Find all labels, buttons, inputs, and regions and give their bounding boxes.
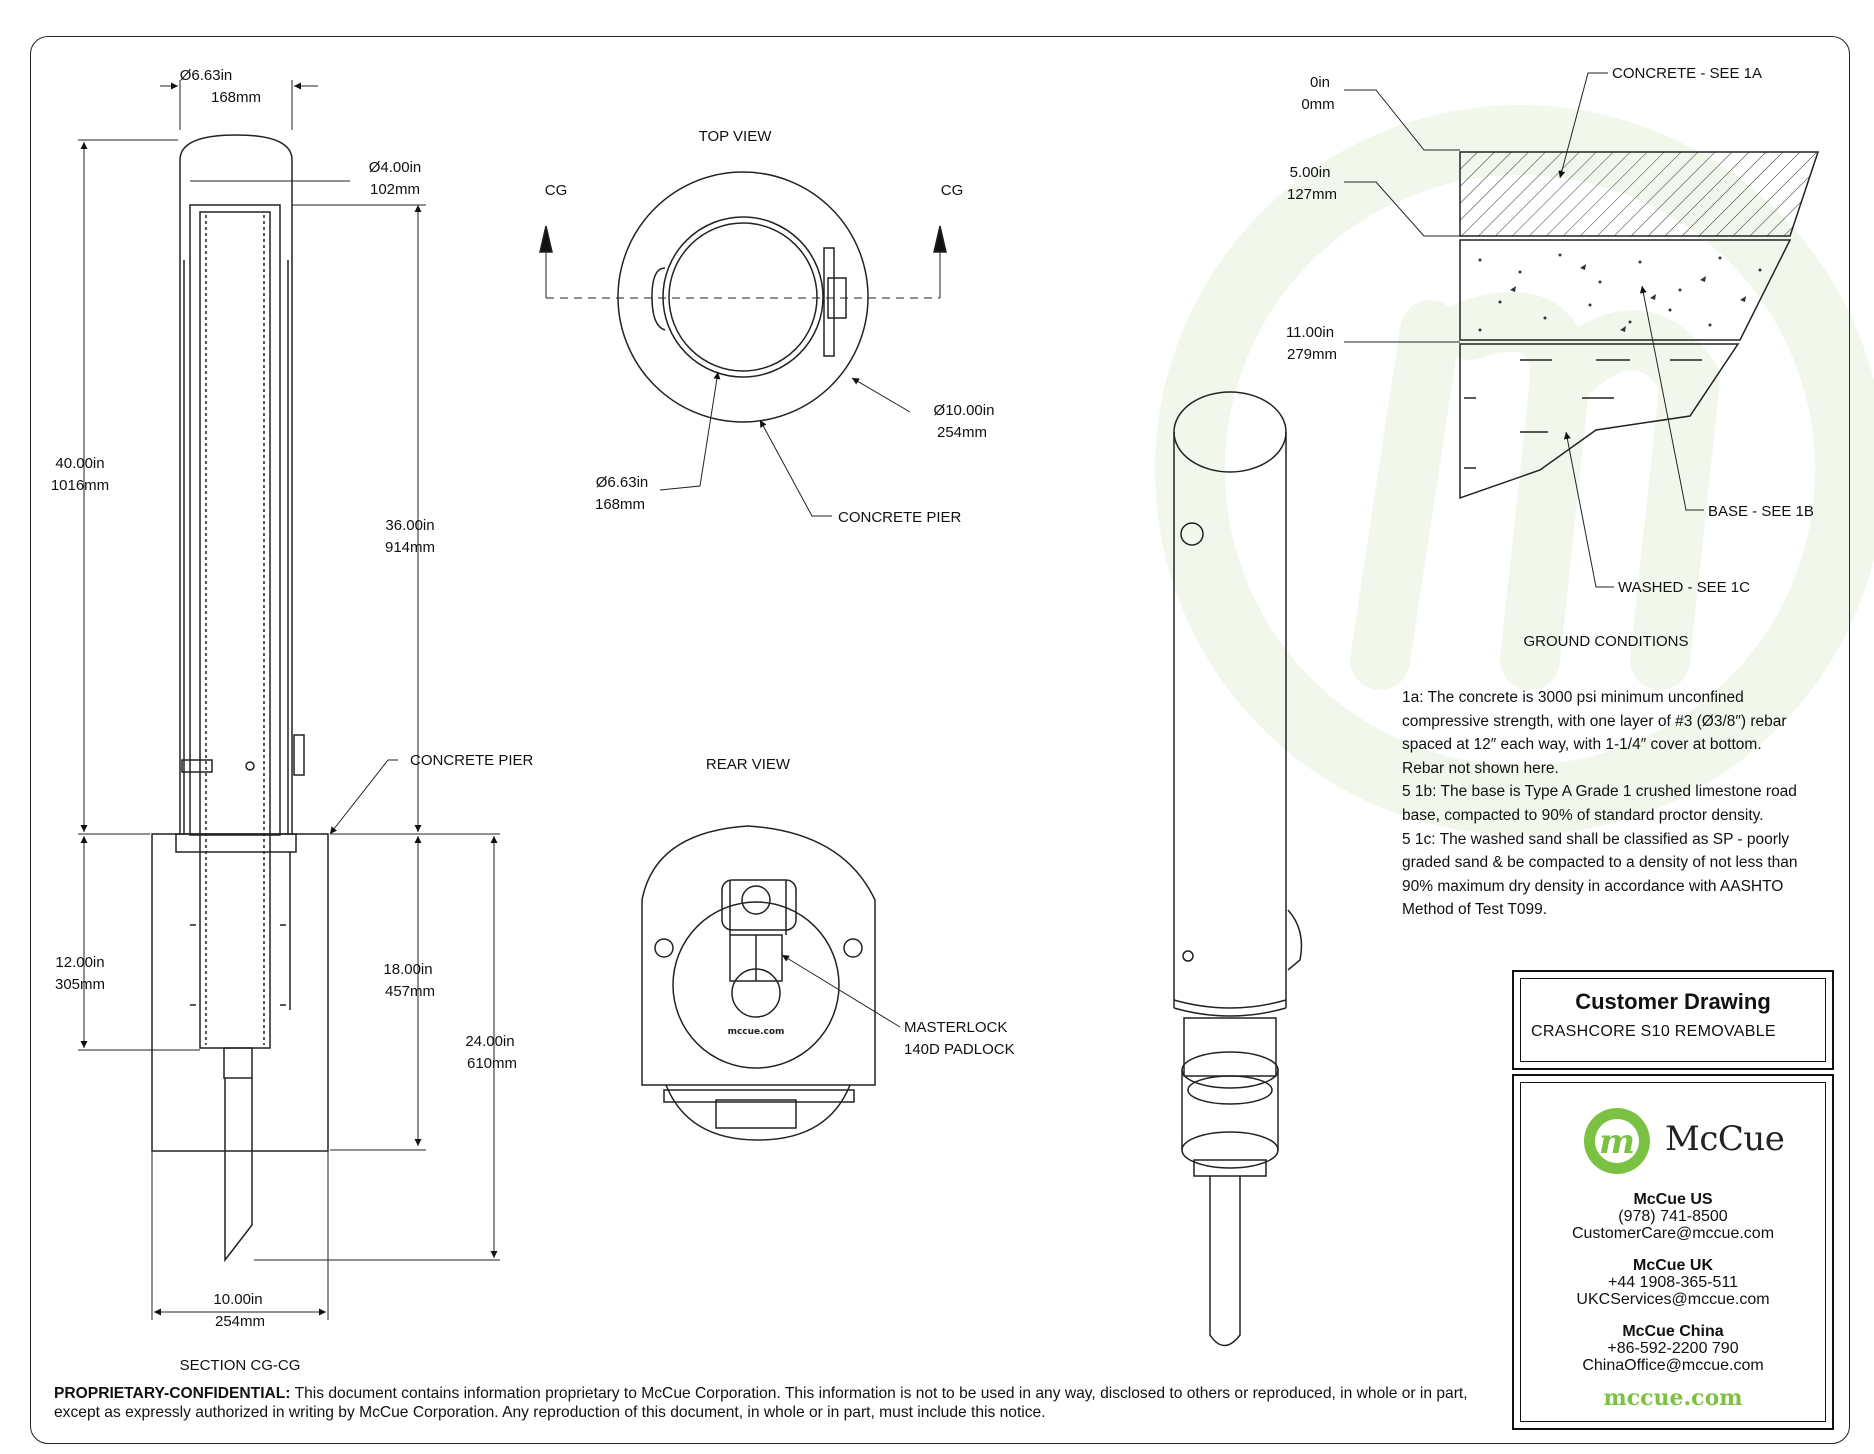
top-view-dim-inner-mm: 168mm [595,496,645,513]
section-dim-depth-18: 18.00in [383,961,432,978]
website-link[interactable]: mccue.com [1603,1385,1743,1411]
office-email: ChinaOffice@mccue.com [1582,1357,1764,1374]
rear-view-title: REAR VIEW [706,756,791,773]
top-view-callout-pier: CONCRETE PIER [838,509,962,526]
top-view [539,171,947,517]
top-view-dim-outer: Ø10.00in [934,402,995,419]
note-1c: 5 1c: The washed sand shall be classifie… [1402,830,1798,919]
top-view-title: TOP VIEW [699,128,773,145]
drawing-frame [30,36,1850,1444]
section-view [151,134,329,1263]
office-name: McCue US [1633,1191,1713,1208]
section-dimensions [78,80,500,1320]
brand-logo: m McCue [1569,1103,1799,1179]
ground-depth-0: 0in [1310,74,1330,91]
ground-depth-5-mm: 127mm [1287,186,1337,203]
title-block-subtitle: CRASHCORE S10 REMOVABLE [1531,1023,1776,1040]
rear-view-logo-text: mccue.com [728,1027,785,1037]
office-phone: +44 1908-365-511 [1607,1274,1739,1291]
office-phone: +86-592-2200 790 [1607,1340,1739,1357]
note-1b: 5 1b: The base is Type A Grade 1 crushed… [1402,783,1797,824]
title-block: Customer Drawing CRASHCORE S10 REMOVABLE [1512,970,1834,1070]
section-dim-width-10: 10.00in [213,1291,262,1308]
confidential-text: This document contains information propr… [54,1385,1468,1421]
top-view-cg-left: CG [545,182,568,199]
office-name: McCue UK [1632,1257,1713,1274]
rear-view-callout-lock-2: 140D PADLOCK [904,1041,1015,1058]
ground-notes: 1a: The concrete is 3000 psi minimum unc… [1402,686,1802,922]
ground-depth-0-mm: 0mm [1301,96,1334,113]
mccue-logo-icon: m [1584,1108,1650,1174]
office-uk: McCue UK +44 1908-365-511 UKCServices@mc… [1521,1257,1825,1308]
logo-letter: m [1599,1122,1635,1162]
section-dim-top-dia-mm: 168mm [211,89,261,106]
ground-depth-11: 11.00in [1286,324,1334,341]
isometric-bollard [1173,391,1303,1347]
section-dim-depth-12: 12.00in [55,954,104,971]
confidential-notice: PROPRIETARY-CONFIDENTIAL: This document … [54,1384,1474,1422]
section-caption: SECTION CG-CG [180,1357,301,1374]
section-dim-height-36-mm: 914mm [385,539,435,556]
ground-conditions [1344,72,1820,588]
office-email: UKCServices@mccue.com [1576,1291,1770,1308]
rear-view-callout-lock-1: MASTERLOCK [904,1019,1007,1036]
title-block-inner: Customer Drawing CRASHCORE S10 REMOVABLE [1520,978,1826,1062]
section-dim-depth-24-mm: 610mm [467,1055,517,1072]
office-phone: (978) 741-8500 [1618,1208,1728,1225]
ground-callout-washed: WASHED - SEE 1C [1618,579,1750,596]
ground-depth-5: 5.00in [1290,164,1331,181]
ground-callout-base: BASE - SEE 1B [1708,503,1814,520]
note-1a: 1a: The concrete is 3000 psi minimum unc… [1402,689,1787,777]
office-name: McCue China [1622,1323,1724,1340]
section-dim-height-40: 40.00in [55,455,104,472]
brand-name: McCue [1665,1119,1785,1159]
ground-callout-concrete: CONCRETE - SEE 1A [1612,65,1762,82]
office-email: CustomerCare@mccue.com [1571,1225,1775,1242]
contact-block-inner: m McCue McCue US (978) 741-8500 Customer… [1520,1082,1826,1422]
contact-block: m McCue McCue US (978) 741-8500 Customer… [1512,1074,1834,1430]
section-dim-depth-12-mm: 305mm [55,976,105,993]
confidential-label: PROPRIETARY-CONFIDENTIAL: [54,1385,291,1402]
office-china: McCue China +86-592-2200 790 ChinaOffice… [1521,1323,1825,1374]
section-dim-top-dia: Ø6.63in [180,67,233,84]
section-dim-height-36: 36.00in [385,517,434,534]
section-dim-inner-dia: Ø4.00in [369,159,422,176]
ground-depth-11-mm: 279mm [1287,346,1337,363]
title-block-title: Customer Drawing [1575,989,1771,1014]
office-us: McCue US (978) 741-8500 CustomerCare@mcc… [1521,1191,1825,1242]
section-dim-width-10-mm: 254mm [215,1313,265,1330]
top-view-dim-outer-mm: 254mm [937,424,987,441]
section-callout-pier: CONCRETE PIER [410,752,534,769]
section-dim-depth-24: 24.00in [465,1033,514,1050]
section-dim-depth-18-mm: 457mm [385,983,435,1000]
ground-title: GROUND CONDITIONS [1524,633,1689,650]
rear-view [641,825,901,1141]
top-view-dim-inner: Ø6.63in [596,474,649,491]
section-dim-inner-dia-mm: 102mm [370,181,420,198]
top-view-cg-right: CG [941,182,964,199]
section-dim-height-40-mm: 1016mm [51,477,109,494]
